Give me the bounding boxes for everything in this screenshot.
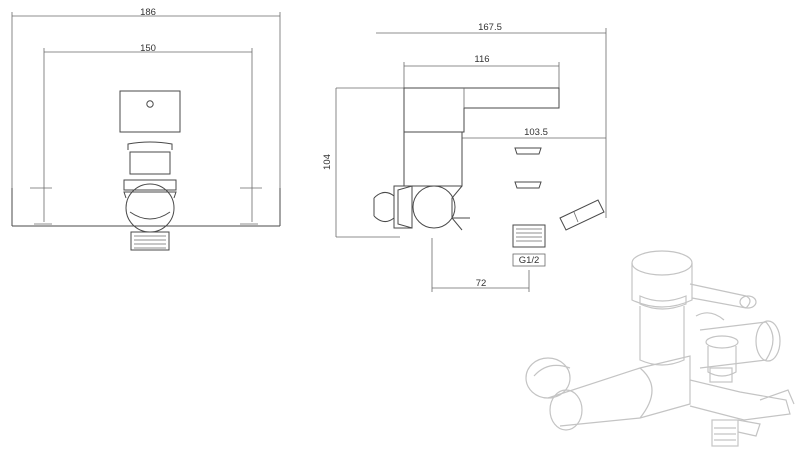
dim-handle-label: 116 bbox=[474, 54, 489, 65]
dim-projection-label: 167.5 bbox=[478, 22, 502, 33]
dimension-handle: 116 bbox=[403, 54, 560, 108]
dim-height-label: 104 bbox=[322, 154, 333, 170]
dimension-overall-width: 186 bbox=[11, 7, 281, 190]
dimension-height: 104 bbox=[322, 87, 404, 238]
dimension-spout: 103.5 bbox=[462, 127, 606, 139]
thread-label: G1/2 bbox=[519, 255, 540, 266]
dim-outlet-offset-label: 72 bbox=[476, 278, 487, 289]
dim-centres-label: 150 bbox=[140, 43, 156, 54]
dim-overall-width-label: 186 bbox=[140, 7, 156, 18]
thread-label-box: G1/2 bbox=[512, 253, 546, 267]
dimension-centres: 150 bbox=[43, 43, 253, 222]
front-body bbox=[11, 90, 281, 251]
dim-spout-label: 103.5 bbox=[524, 127, 548, 138]
side-view: 167.5 116 103.5 104 72 bbox=[322, 22, 607, 292]
dimension-projection: 167.5 bbox=[376, 22, 607, 218]
isometric-view bbox=[525, 250, 795, 447]
dimension-outlet-offset: 72 bbox=[431, 238, 530, 292]
front-view: 186 150 bbox=[11, 7, 281, 251]
side-body bbox=[373, 87, 605, 248]
